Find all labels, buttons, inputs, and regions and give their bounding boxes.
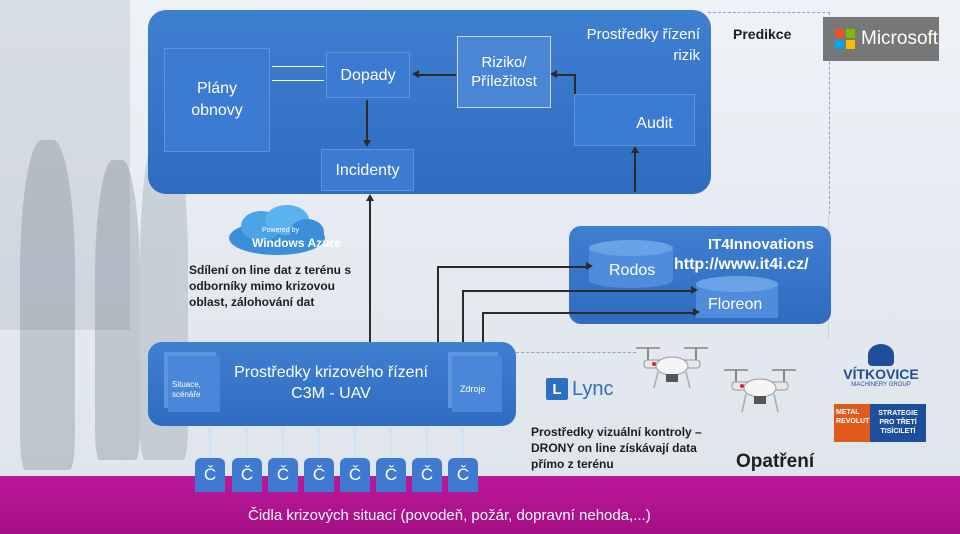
arrow-head-down: [363, 140, 371, 147]
connector-line: [437, 266, 587, 268]
sensor-arrow-head: [351, 426, 359, 433]
zdroje-label: Zdroje: [460, 384, 486, 394]
connector-line: [418, 74, 456, 76]
floreon-label: Floreon: [708, 296, 763, 313]
lync-logo-text: Lync: [572, 377, 614, 400]
arrow-head-up: [631, 146, 639, 153]
connector-line: [482, 312, 694, 314]
sensor-arrow-head: [387, 426, 395, 433]
sensor-arrow-head: [279, 426, 287, 433]
sensor-tab[interactable]: Č: [304, 458, 334, 492]
footer-band: [0, 476, 960, 534]
microsoft-logo: Microsoft: [823, 17, 939, 61]
dopady-label: Dopady: [340, 66, 396, 84]
microsoft-windows-icon: [835, 29, 855, 49]
connector-line: [366, 100, 368, 140]
connector-line: [462, 290, 692, 292]
plany-obnovy-box[interactable]: Plány obnovy: [164, 48, 270, 152]
audit-box[interactable]: Audit: [574, 94, 695, 146]
opatreni-label: Opatření: [736, 451, 815, 472]
arrow-head-right: [691, 286, 698, 294]
sensor-tab[interactable]: Č: [268, 458, 298, 492]
rodos-cylinder-icon: [589, 240, 673, 288]
sensor-tab[interactable]: Č: [340, 458, 370, 492]
c3m-title: Prostředky krizového řízení C3M - UAV: [234, 364, 428, 402]
arrow-head-left: [412, 70, 419, 78]
incidenty-label: Incidenty: [335, 161, 400, 179]
connector-line: [634, 150, 636, 192]
situace-label: Situace, scénáře: [172, 380, 201, 399]
sensor-arrow-head: [459, 426, 467, 433]
connector-line: [178, 194, 179, 344]
vitkovice-group: MACHINERY GROUP: [851, 382, 911, 388]
sensor-arrow-line: [209, 432, 211, 458]
sensor-arrow-head: [206, 426, 214, 433]
drones-caption: Prostředky vizuální kontroly – DRONY on …: [531, 425, 702, 471]
footer-text: Čidla krizových situací (povodeň, požár,…: [248, 507, 651, 524]
drone-icon: [630, 342, 714, 392]
riziko-box[interactable]: Riziko/ Příležitost: [457, 36, 551, 108]
background-person: [20, 140, 75, 470]
connector-line: [574, 74, 576, 94]
vitkovice-name: VÍTKOVICE: [843, 366, 919, 382]
sensor-arrow-head: [423, 426, 431, 433]
connector-line: [482, 312, 484, 344]
it4i-url[interactable]: http://www.it4i.cz/: [674, 256, 809, 273]
azure-powered-by: Powered by: [262, 227, 299, 234]
vitkovice-emblem-icon: [868, 344, 894, 366]
lync-logo: L Lync: [546, 374, 620, 404]
metal-revolution-badge: METAL REVOLUTION: [834, 404, 882, 442]
background-building: [0, 0, 130, 330]
situace-box[interactable]: [168, 356, 220, 412]
predikce-frame: [708, 12, 830, 214]
sensor-tab[interactable]: Č: [195, 458, 225, 492]
sensor-arrow-line: [282, 432, 284, 458]
drone-icon: [718, 364, 802, 416]
it4i-company: IT4Innovations: [708, 236, 814, 253]
arrow-head-right: [693, 308, 700, 316]
zdroje-box[interactable]: [452, 356, 502, 412]
sensor-arrow-line: [426, 432, 428, 458]
connector-line: [369, 196, 371, 344]
incidenty-box[interactable]: Incidenty: [321, 149, 414, 191]
connector-line: [554, 74, 574, 76]
azure-cloud-icon: [225, 204, 329, 258]
sensor-tab[interactable]: Č: [448, 458, 478, 492]
connector-line: [272, 80, 324, 81]
connector-line: [437, 266, 439, 344]
lync-frame: [516, 352, 636, 353]
lync-icon: L: [546, 378, 568, 400]
riziko-label: Riziko/ Příležitost: [471, 54, 537, 90]
audit-label: Audit: [636, 115, 673, 132]
floreon-cylinder-icon: [696, 276, 778, 324]
predikce-label: Predikce: [733, 26, 792, 42]
azure-logo-text: Windows Azure: [252, 236, 341, 250]
sensor-arrow-line: [390, 432, 392, 458]
dopady-box[interactable]: Dopady: [326, 52, 410, 98]
connector-line: [462, 290, 464, 344]
sensor-tab[interactable]: Č: [376, 458, 406, 492]
plany-obnovy-label: Plány obnovy: [191, 80, 243, 119]
sensor-arrow-line: [462, 432, 464, 458]
sensor-arrow-line: [318, 432, 320, 458]
sensor-arrow-head: [315, 426, 323, 433]
rodos-label: Rodos: [609, 262, 656, 279]
vitkovice-logo: VÍTKOVICE MACHINERY GROUP: [836, 344, 926, 398]
sensor-arrow-head: [243, 426, 251, 433]
arrow-head-left: [550, 70, 557, 78]
microsoft-logo-text: Microsoft: [861, 28, 939, 49]
strategie-badge: STRATEGIE PRO TŘETÍ TISÍCILETÍ: [870, 404, 926, 442]
background-person: [95, 160, 140, 460]
arrow-head-right: [586, 262, 593, 270]
prostredky-rizeni-label: Prostředky řízení rizik: [586, 26, 700, 64]
sensor-tab[interactable]: Č: [232, 458, 262, 492]
sensor-arrow-line: [354, 432, 356, 458]
connector-line: [272, 66, 324, 67]
arrow-head-up: [366, 194, 374, 201]
sensor-arrow-line: [246, 432, 248, 458]
sensor-tab[interactable]: Č: [412, 458, 442, 492]
azure-description: Sdílení on line dat z terénu s odborníky…: [189, 263, 352, 309]
